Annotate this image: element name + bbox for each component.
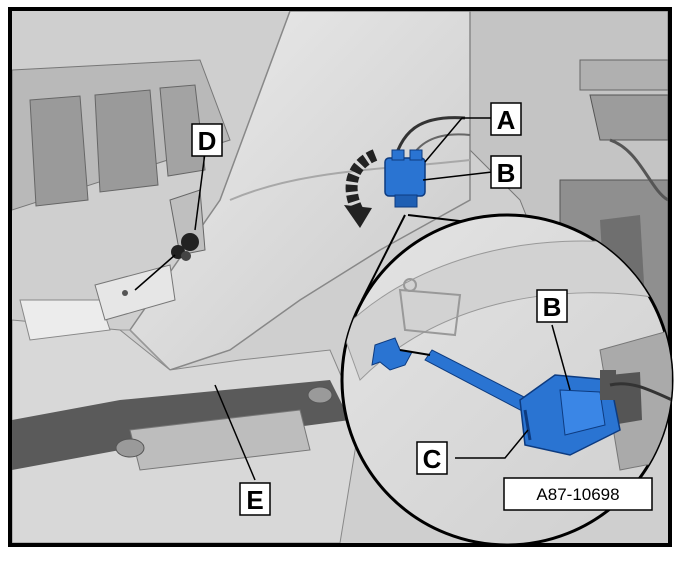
callout-c: C	[423, 444, 442, 474]
callout-b-detail: B	[543, 292, 562, 322]
screw-d	[171, 233, 199, 261]
reference-box	[503, 477, 653, 511]
dashboard-scene	[12, 11, 668, 543]
leader-lines	[134, 117, 571, 481]
rotation-arrow	[344, 149, 378, 228]
connector-b	[384, 149, 426, 208]
callout-e: E	[246, 485, 263, 515]
reference-id: A87-10698	[536, 485, 619, 504]
callout-a: A	[497, 105, 516, 135]
callout-b: B	[497, 158, 516, 188]
callout-d: D	[198, 126, 217, 156]
